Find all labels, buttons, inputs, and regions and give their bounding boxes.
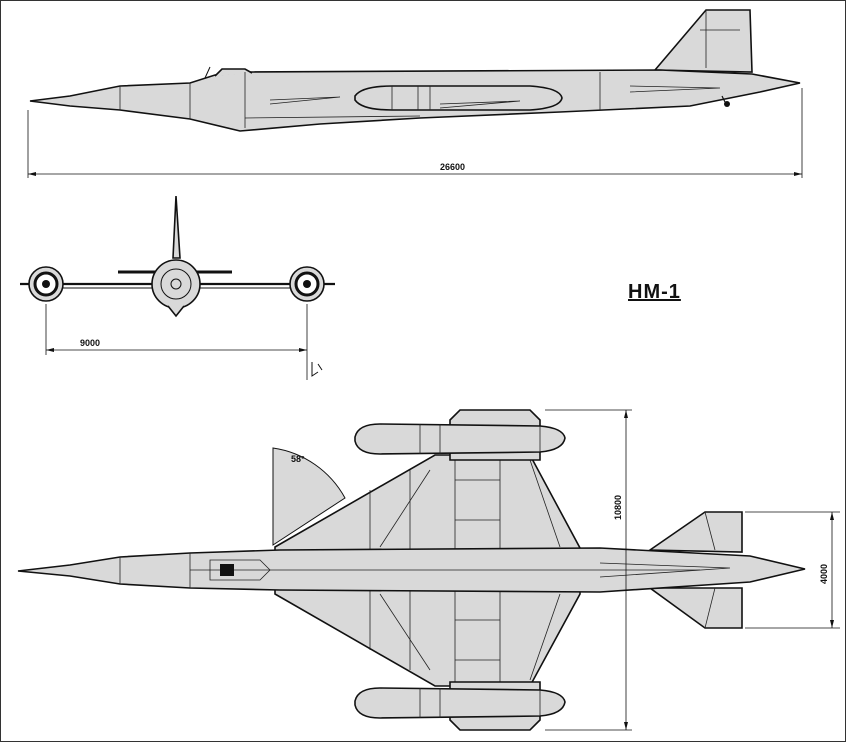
side-canopy (214, 68, 253, 77)
side-engine-nacelle (354, 85, 563, 111)
aircraft-designation: НМ-1 (628, 281, 681, 303)
engine-spacing-label: 9000 (80, 338, 100, 348)
front-tail-fin (172, 195, 181, 259)
tail-span-label: 4000 (819, 564, 829, 584)
plan-upper-engine-nacelle (354, 423, 566, 455)
side-view (27, 9, 803, 178)
plan-cockpit (220, 564, 234, 576)
side-tail-fin (653, 9, 753, 73)
plan-view (17, 409, 840, 731)
sweep-angle-arc (272, 447, 346, 546)
plan-lower-engine-nacelle (354, 687, 566, 719)
wing-span-label: 10800 (613, 495, 623, 520)
length-dimension-label: 26600 (440, 162, 465, 172)
sweep-angle-label: 58° (291, 454, 305, 464)
side-landing-wheel (724, 101, 730, 107)
plan-lower-tailplane (647, 587, 743, 629)
front-right-engine (289, 266, 325, 302)
front-left-engine (28, 266, 64, 302)
front-view (20, 195, 335, 380)
plan-upper-tailplane (647, 511, 743, 553)
front-fuselage (151, 259, 201, 309)
